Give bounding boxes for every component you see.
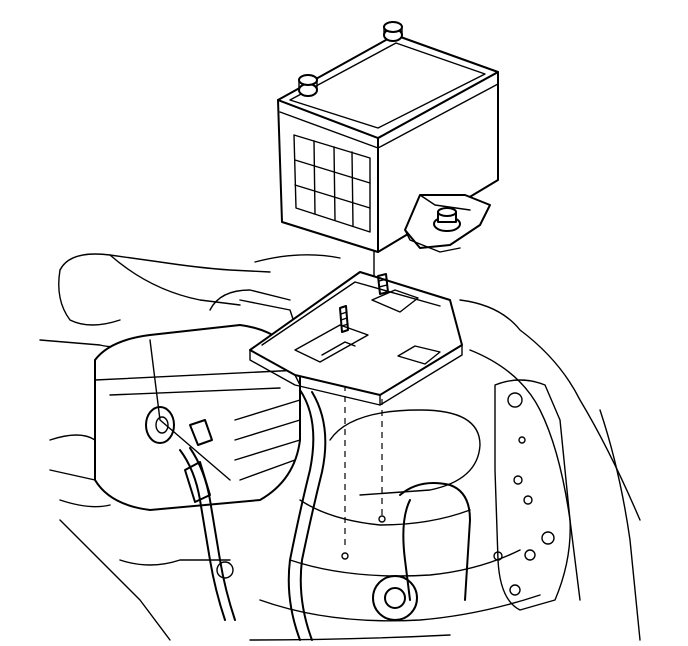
- hold-down-bolt-icon: [433, 207, 461, 232]
- cable-icon: [59, 389, 327, 641]
- tray-bolt-icon: [339, 273, 389, 333]
- air-cleaner-housing-icon: [49, 289, 301, 511]
- battery-tray-icon: [249, 271, 463, 406]
- battery-icon: [277, 21, 499, 253]
